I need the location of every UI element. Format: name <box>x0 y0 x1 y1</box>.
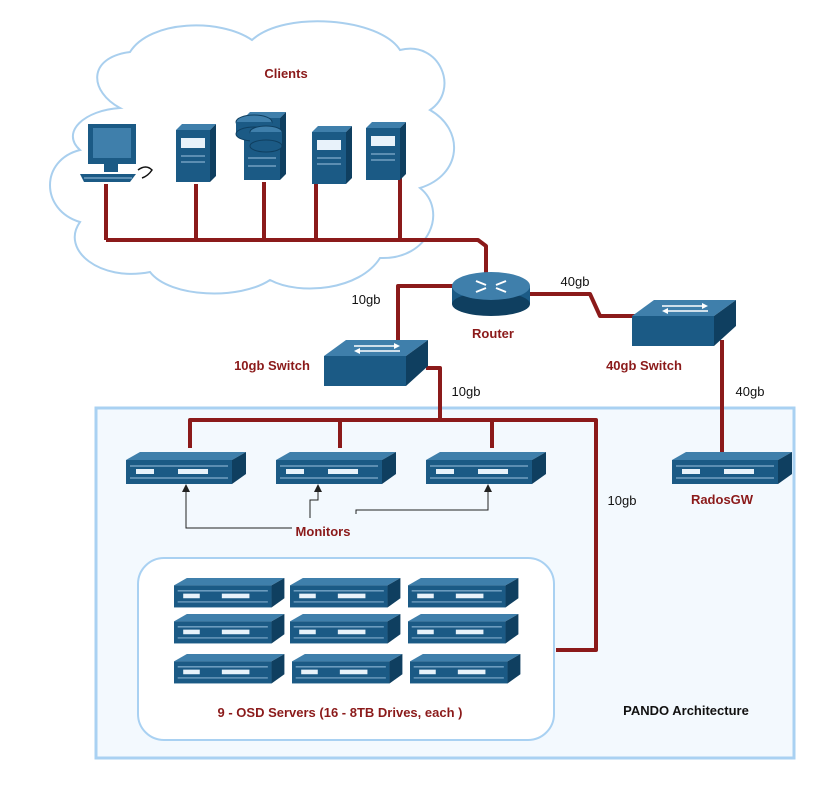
monitor-pointers <box>185 490 489 529</box>
router-label: Router <box>472 326 514 341</box>
rack-server-icon <box>409 653 521 684</box>
monitors-label: Monitors <box>296 524 351 539</box>
router-icon <box>452 272 530 316</box>
rack-server-icon <box>275 451 397 485</box>
architecture-title: PANDO Architecture <box>623 703 749 718</box>
osd-servers-label: 9 - OSD Servers (16 - 8TB Drives, each ) <box>218 705 463 720</box>
client-workstation <box>80 124 153 182</box>
rack-server-icon <box>173 613 285 644</box>
rack-server-icon <box>291 653 403 684</box>
link-router-switch10-label: 10gb <box>352 292 381 307</box>
database-server-icon <box>235 112 286 180</box>
tower-server-icon <box>365 121 407 181</box>
network-switch-icon <box>323 339 429 387</box>
link-cluster-osd-label: 10gb <box>608 493 637 508</box>
rack-server-icon <box>173 653 285 684</box>
link-switch10-cluster-label: 10gb <box>452 384 481 399</box>
monitor-arrowheads <box>182 484 492 492</box>
desktop-computer-icon <box>80 124 153 182</box>
network-switch-icon <box>631 299 737 347</box>
osd-server-grid <box>173 577 521 684</box>
tower-server-icon <box>311 125 353 185</box>
rack-server-icon <box>125 451 247 485</box>
link-switch40-radosgw-label: 40gb <box>736 384 765 399</box>
rack-server-icon <box>407 577 519 608</box>
rack-server-icon <box>425 451 547 485</box>
rack-server-icon <box>407 613 519 644</box>
tower-server-icon <box>175 123 217 183</box>
rack-server-icon <box>289 613 401 644</box>
switch-40gb-label: 40gb Switch <box>606 358 682 373</box>
cables <box>104 176 724 652</box>
rack-server-icon <box>289 577 401 608</box>
rack-server-icon <box>671 451 793 485</box>
rack-server-icon <box>173 577 285 608</box>
clients-label: Clients <box>264 66 307 81</box>
link-router-switch40-label: 40gb <box>561 274 590 289</box>
switch-10gb-label: 10gb Switch <box>234 358 310 373</box>
radosgw-label: RadosGW <box>691 492 754 507</box>
